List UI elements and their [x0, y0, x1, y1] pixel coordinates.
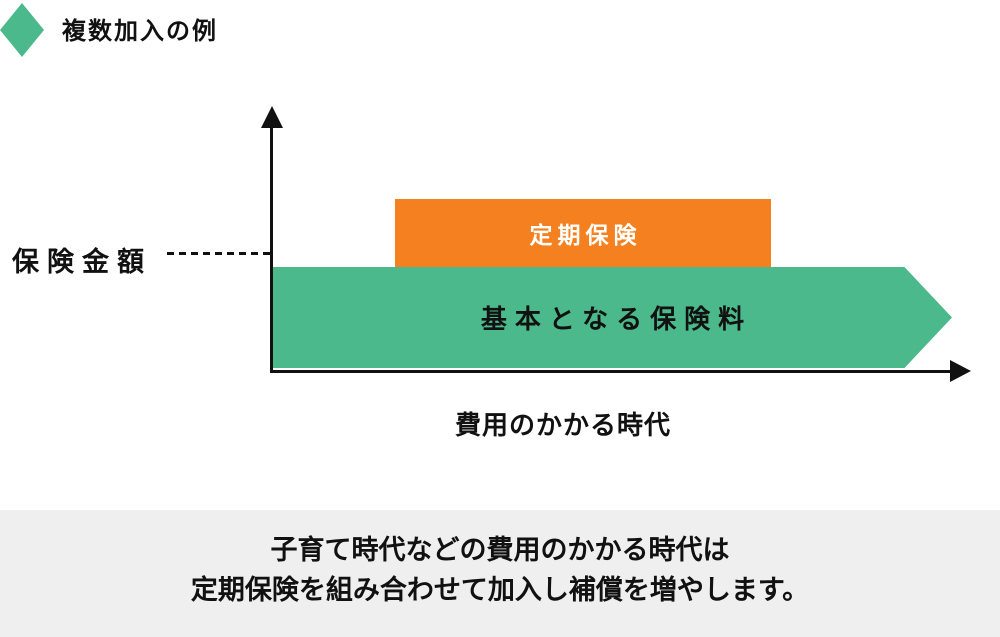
amount-dotted-leader-line	[167, 252, 271, 255]
caption-line-2: 定期保険を組み合わせて加入し補償を増やします。	[190, 575, 810, 605]
x-axis-line	[270, 370, 953, 373]
y-axis-label: 保険金額	[12, 247, 152, 277]
y-axis-line	[270, 118, 273, 373]
caption-line-1: 子育て時代などの費用のかかる時代は	[270, 535, 730, 565]
page-title: 複数加入の例	[62, 18, 218, 45]
base-premium-label: 基本となる保険料	[480, 304, 753, 334]
x-axis-label: 費用のかかる時代	[454, 410, 672, 440]
term-insurance-bar: 定期保険	[395, 199, 771, 267]
diamond-icon	[0, 3, 44, 57]
caption-box: 子育て時代などの費用のかかる時代は 定期保険を組み合わせて加入し補償を増やします…	[0, 510, 1000, 637]
base-premium-arrow-band: 基本となる保険料	[273, 267, 952, 368]
term-insurance-label: 定期保険	[529, 222, 642, 248]
x-axis-arrow-icon	[950, 360, 971, 382]
y-axis-arrow-icon	[261, 106, 283, 128]
